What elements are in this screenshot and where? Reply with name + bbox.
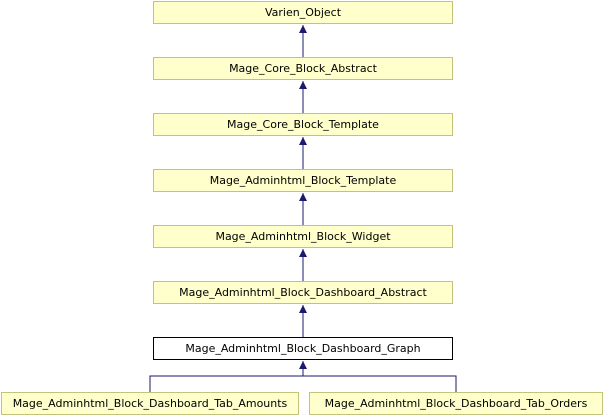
node-mage-adminhtml-block-dashboard-tab-amounts[interactable]: Mage_Adminhtml_Block_Dashboard_Tab_Amoun… — [1, 392, 299, 415]
node-mage-adminhtml-block-dashboard-graph: Mage_Adminhtml_Block_Dashboard_Graph — [153, 337, 453, 360]
node-varien-object[interactable]: Varien_Object — [153, 1, 453, 24]
node-mage-adminhtml-block-dashboard-tab-orders[interactable]: Mage_Adminhtml_Block_Dashboard_Tab_Order… — [309, 392, 603, 415]
node-mage-core-block-template[interactable]: Mage_Core_Block_Template — [153, 113, 453, 136]
node-mage-core-block-abstract[interactable]: Mage_Core_Block_Abstract — [153, 57, 453, 80]
node-mage-adminhtml-block-template[interactable]: Mage_Adminhtml_Block_Template — [153, 169, 453, 192]
node-mage-adminhtml-block-widget[interactable]: Mage_Adminhtml_Block_Widget — [153, 225, 453, 248]
node-mage-adminhtml-block-dashboard-abstract[interactable]: Mage_Adminhtml_Block_Dashboard_Abstract — [153, 281, 453, 304]
